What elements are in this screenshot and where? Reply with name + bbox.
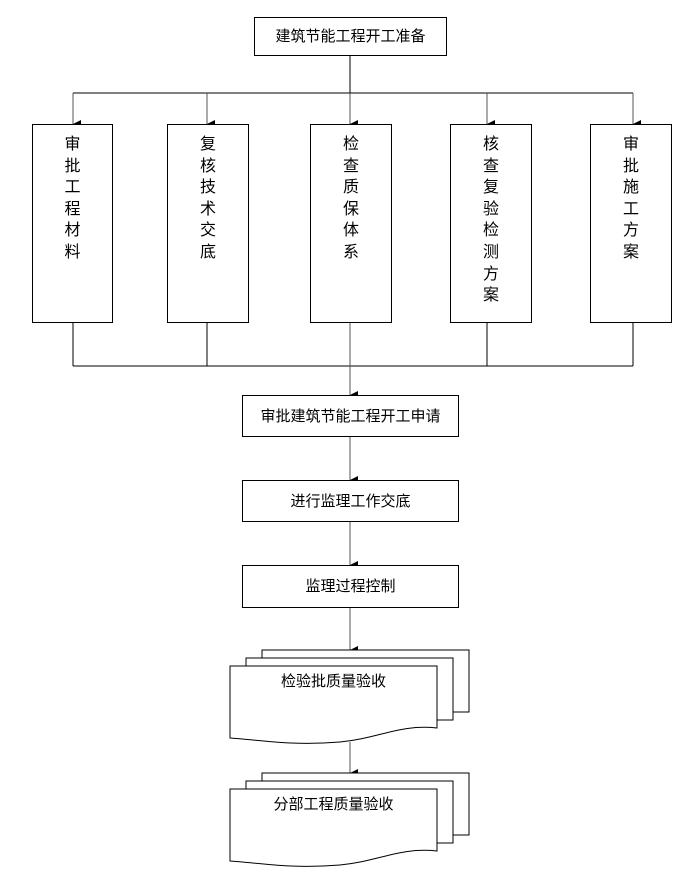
label-char: 系 (342, 241, 359, 261)
parallel-step-3-label: 检查质保体系 (343, 133, 359, 263)
sequential-step-2: 进行监理工作交底 (242, 480, 459, 522)
multi-document-shape-2 (229, 772, 470, 867)
parallel-step-3: 检查质保体系 (310, 124, 392, 323)
parallel-step-5: 审批施工方案 (590, 124, 672, 323)
sequential-step-3: 监理过程控制 (242, 565, 459, 608)
label-char: 验 (482, 198, 499, 218)
label-char: 底 (199, 241, 216, 261)
document-step-1-label: 检验批质量验收 (280, 672, 386, 690)
label-char: 审 (622, 134, 639, 153)
label-char: 术 (199, 198, 216, 218)
label-char: 方 (622, 220, 639, 240)
label-char: 查 (342, 155, 359, 175)
label-char: 体 (342, 220, 359, 240)
label-char: 工 (64, 177, 81, 197)
label-char: 料 (64, 241, 81, 261)
start-box: 建筑节能工程开工准备 (254, 17, 447, 56)
multi-document-shape-1 (229, 649, 470, 744)
parallel-step-4: 核查复验检测方案 (450, 124, 532, 323)
parallel-step-5-label: 审批施工方案 (623, 133, 639, 263)
label-char: 方 (482, 263, 499, 283)
label-char: 案 (622, 241, 639, 261)
label-char: 施 (622, 177, 639, 197)
parallel-step-2-label: 复核技术交底 (200, 133, 216, 263)
label-char: 工 (622, 198, 639, 218)
label-char: 测 (482, 241, 499, 261)
sequential-step-1: 审批建筑节能工程开工申请 (242, 395, 459, 437)
label-char: 复 (482, 177, 499, 197)
label-char: 程 (64, 198, 81, 218)
label-char: 查 (482, 155, 499, 175)
label-char: 检 (342, 134, 359, 153)
parallel-step-4-label: 核查复验检测方案 (483, 133, 499, 306)
label-char: 审 (64, 134, 81, 153)
parallel-step-1: 审批工程材料 (32, 124, 113, 323)
label-char: 核 (482, 134, 499, 153)
label-char: 案 (482, 285, 499, 305)
sequential-step-2-label: 进行监理工作交底 (290, 491, 411, 510)
start-label: 建筑节能工程开工准备 (275, 27, 426, 45)
label-char: 批 (622, 155, 639, 175)
sequential-step-3-label: 监理过程控制 (305, 577, 396, 595)
label-char: 核 (199, 155, 216, 175)
label-char: 复 (199, 134, 216, 153)
sequential-step-1-label: 审批建筑节能工程开工申请 (260, 406, 441, 425)
label-char: 保 (342, 198, 359, 218)
parallel-step-2: 复核技术交底 (167, 124, 249, 323)
label-char: 检 (482, 220, 499, 240)
label-char: 技 (199, 177, 216, 197)
label-char: 质 (342, 177, 359, 197)
label-char: 交 (199, 220, 216, 240)
parallel-step-1-label: 审批工程材料 (64, 133, 80, 263)
label-char: 批 (64, 155, 81, 175)
document-step-2-label: 分部工程质量验收 (273, 795, 394, 813)
label-char: 材 (64, 220, 81, 240)
